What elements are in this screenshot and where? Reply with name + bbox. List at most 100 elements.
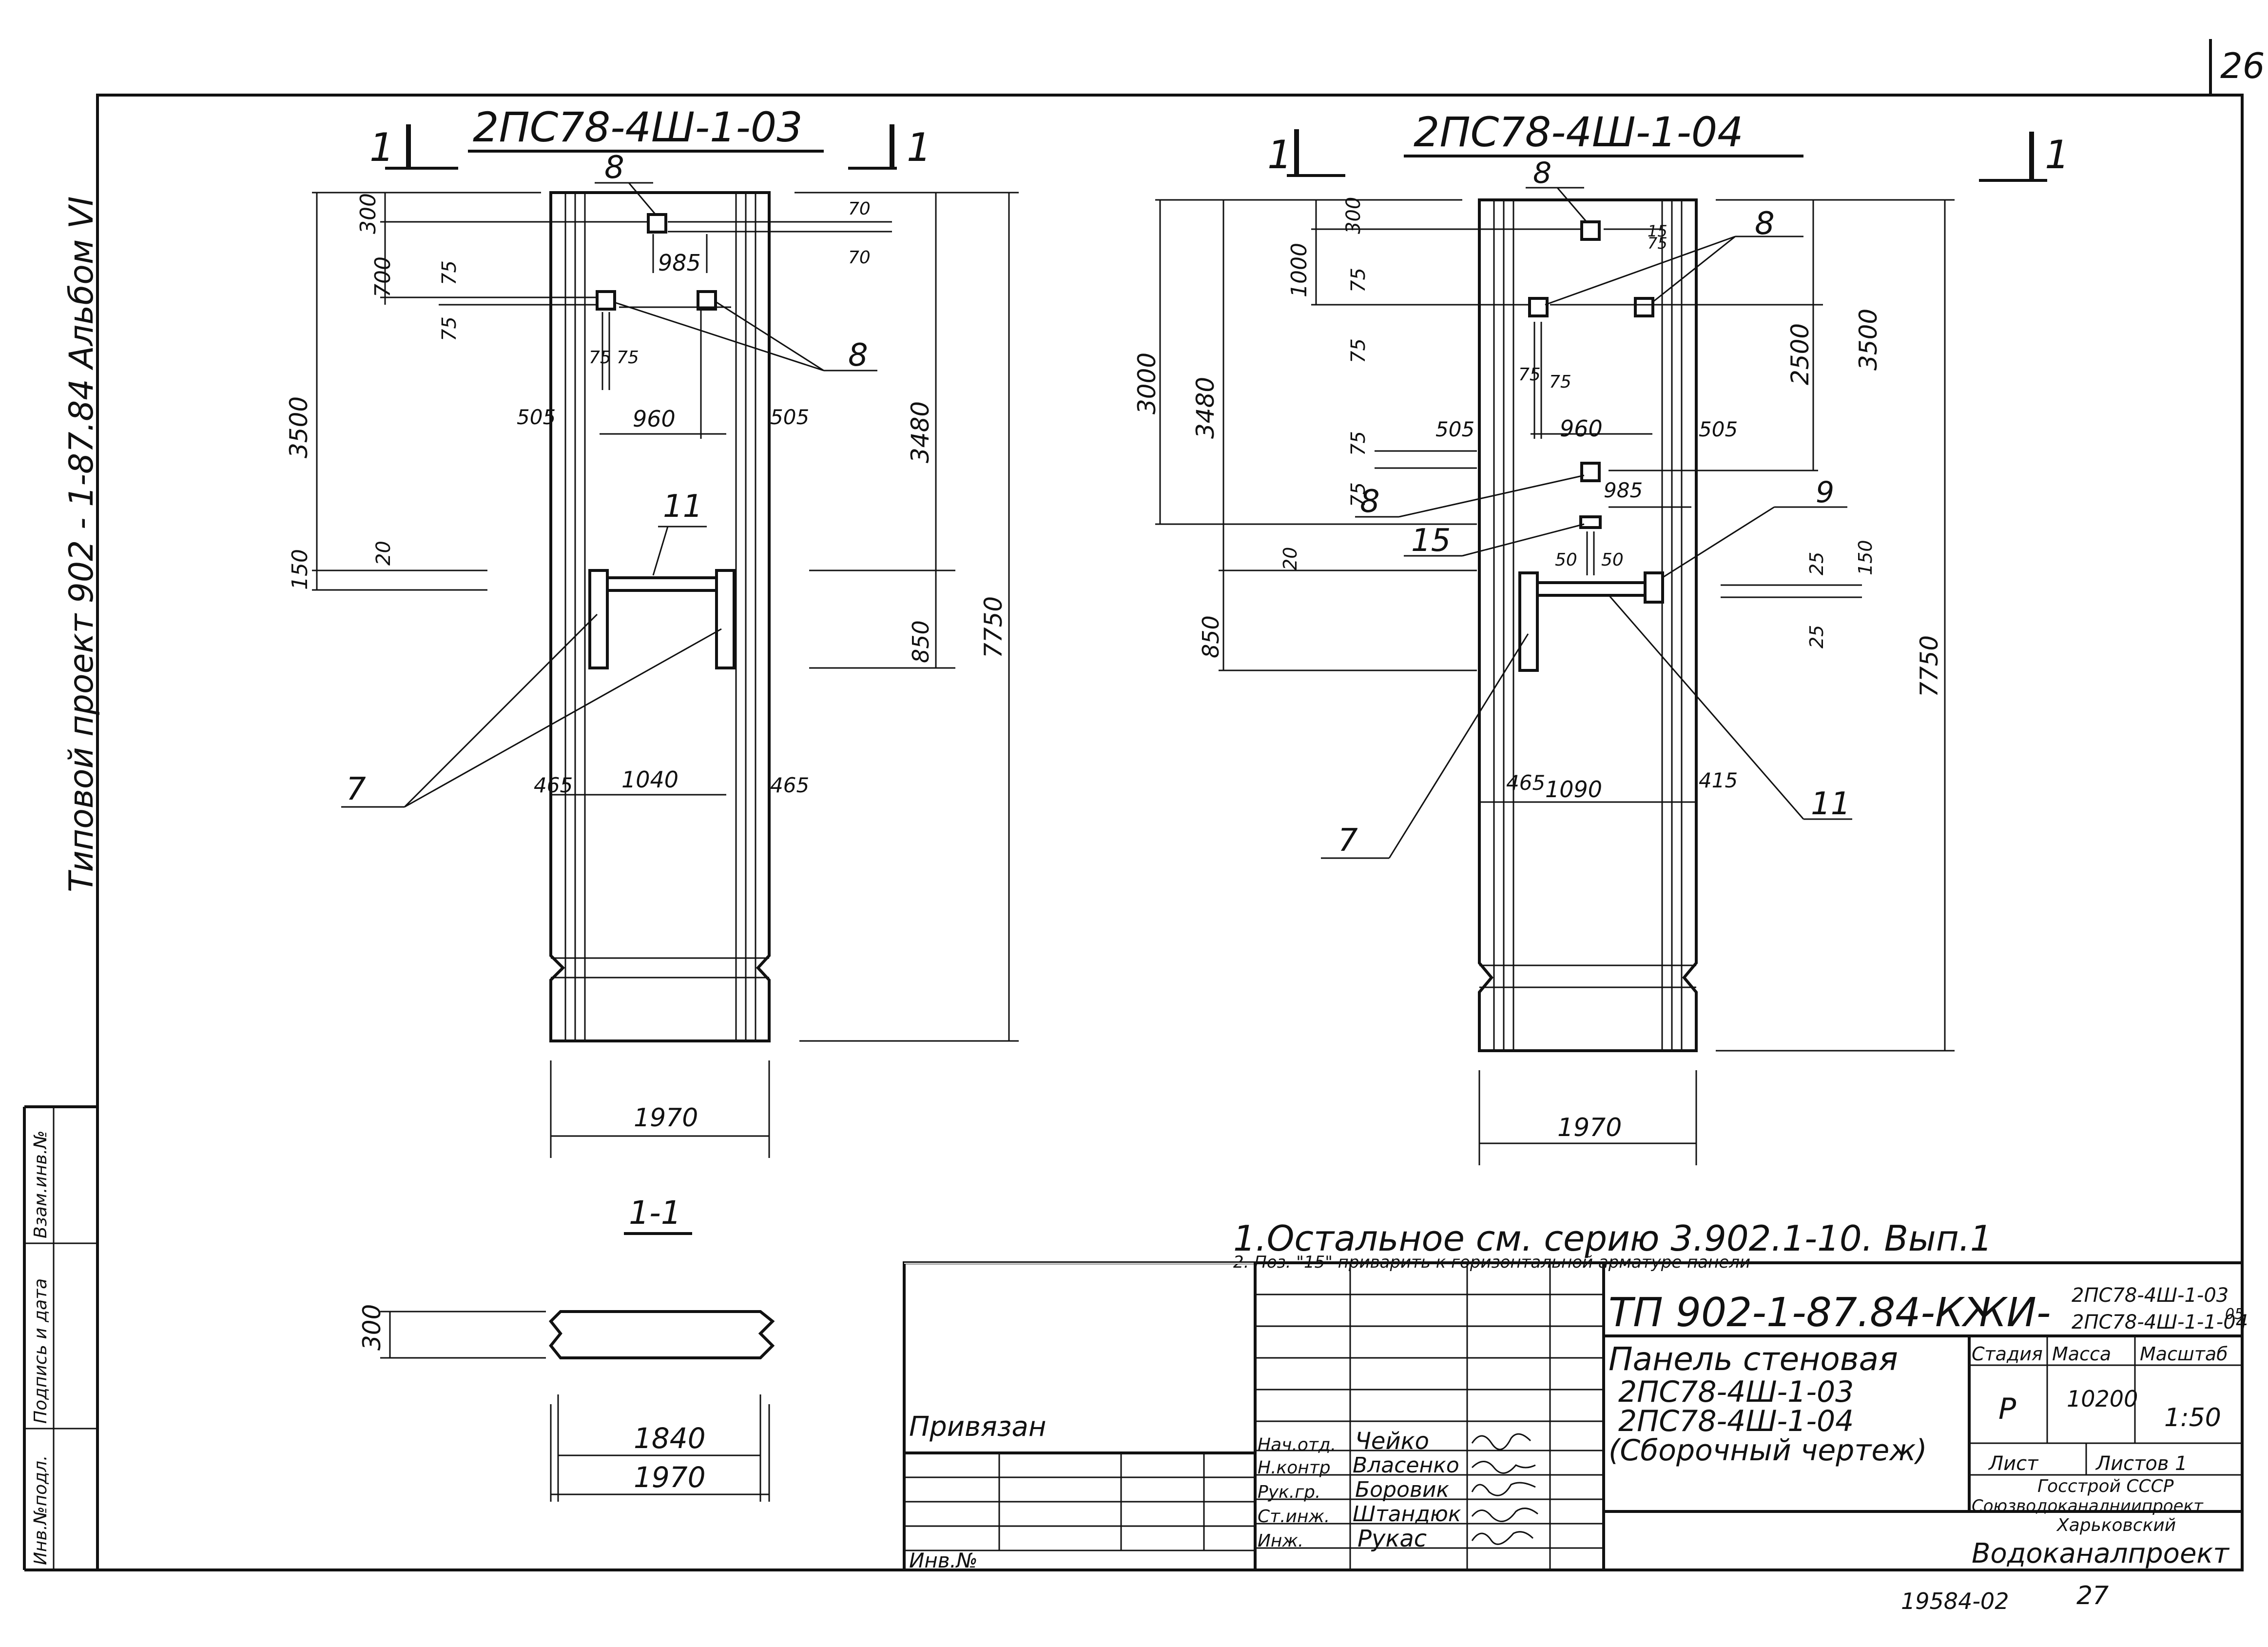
panel-name-3: 2ПС78-4Ш-1-04 (1618, 1404, 1854, 1438)
right-dim-25a: 25 (1806, 552, 1827, 575)
left-dim-985: 985 (658, 250, 701, 276)
right-dim-150: 150 (1855, 540, 1876, 575)
right-plate-8-right (1634, 297, 1654, 317)
left-panel: 2ПС78-4Ш-1-03 1 1 (285, 103, 1019, 1158)
right-section-mark-right: 1 (2045, 132, 2070, 177)
note-1: 1.Остальное см. серию 3.902.1-10. Вып.1 (1233, 1218, 1993, 1259)
org-line-4: Водоканалпроект (1972, 1538, 2229, 1569)
name-borovik: Боровик (1355, 1477, 1449, 1502)
left-dim-7750: 7750 (979, 596, 1008, 658)
signature-scribble-5 (1471, 1531, 1534, 1545)
right-dim-15: 15 (1648, 222, 1667, 240)
left-section-mark-left: 1 (369, 125, 394, 170)
role-n-kontr: Н.контр (1258, 1458, 1331, 1478)
section-dim-300: 300 (358, 1304, 386, 1351)
panel-name-4: (Сборочный чертеж) (1609, 1433, 1927, 1468)
left-part-7-left (588, 569, 609, 669)
left-callout-8: 8 (848, 337, 868, 373)
left-plate-8-left (596, 290, 616, 311)
title-block: Привязан Инв.№ Нач.отд. Н.контр Рук.гр. … (903, 1261, 2248, 1572)
right-plate-8-mid (1580, 462, 1601, 482)
right-dim-3500: 3500 (1854, 309, 1882, 371)
right-dim-505-left: 505 (1435, 417, 1474, 441)
section-1-1: 1-1 300 1840 1970 (358, 1194, 775, 1502)
left-dim-70b: 70 (848, 248, 871, 268)
left-plate-8-right (697, 290, 717, 311)
right-part-15 (1579, 515, 1602, 529)
right-dim-1090: 1090 (1545, 776, 1602, 803)
privyazan-label: Привязан (909, 1411, 1046, 1443)
left-dim-75b: 75 (438, 316, 461, 341)
left-part-11 (606, 576, 718, 592)
section-title: 1-1 (629, 1194, 681, 1232)
doc-suffix-1: 2ПС78-4Ш-1-03 (2072, 1284, 2229, 1307)
col-stage: Стадия (1972, 1343, 2043, 1365)
stamp-label-sign: Подпись и дата (31, 1278, 51, 1424)
signature-scribble-2 (1471, 1461, 1536, 1474)
role-ruk-gr: Рук.гр. (1258, 1482, 1320, 1502)
right-dim-300: 300 (1342, 197, 1365, 234)
inv-number-label: Инв.№ (909, 1549, 978, 1572)
right-dim-50b: 50 (1601, 550, 1624, 570)
col-mass: Масса (2052, 1343, 2111, 1365)
stamp-label-inv: Инв.№подл. (31, 1455, 51, 1565)
right-callout-9: 9 (1816, 475, 1834, 510)
left-dim-3500: 3500 (285, 396, 313, 458)
right-dim-75c: 75 (1347, 431, 1370, 456)
left-dim-300: 300 (356, 193, 381, 234)
section-dim-1970: 1970 (634, 1461, 706, 1494)
name-shtandyuk: Штандюк (1353, 1502, 1461, 1527)
right-panel-title: 2ПС78-4Ш-1-04 (1414, 108, 1744, 156)
left-stamp: Инв.№подл. Подпись и дата Взам.инв.№ (23, 1105, 97, 1571)
right-part-9 (1644, 571, 1664, 604)
sheet-label: Лист (1988, 1452, 2039, 1475)
panel-name-1: Панель стеновая (1609, 1340, 1898, 1378)
doc-code: ТП 902-1-87.84-КЖИ- (1609, 1290, 2051, 1336)
col-scale: Масштаб (2140, 1343, 2228, 1365)
right-dim-75b: 75 (1347, 338, 1370, 363)
right-dim-75a: 75 (1347, 268, 1370, 293)
right-dim-3000: 3000 (1133, 353, 1161, 414)
right-dim-505-right: 505 (1699, 417, 1738, 441)
left-dim-75d: 75 (617, 348, 639, 368)
scale-value: 1:50 (2164, 1403, 2221, 1432)
left-panel-title: 2ПС78-4Ш-1-03 (473, 103, 803, 151)
left-callout-7: 7 (346, 771, 366, 807)
panel-name-2: 2ПС78-4Ш-1-03 (1618, 1375, 1854, 1409)
left-dim-465-left: 465 (534, 773, 573, 797)
right-dim-1000: 1000 (1287, 243, 1312, 297)
right-dim-3480: 3480 (1191, 377, 1220, 439)
left-part-7-right (715, 569, 736, 669)
right-panel-outline (1478, 198, 1698, 1052)
left-callout-11: 11 (663, 489, 702, 525)
name-vlasenko: Власенко (1353, 1453, 1459, 1478)
right-callout-7: 7 (1338, 823, 1358, 859)
left-dim-20: 20 (372, 541, 395, 566)
corner-page-number: 26 (2220, 45, 2265, 86)
side-project-title: Типовой проект 902 - 1-87.84 Альбом VI (62, 196, 101, 892)
org-line-2: Союзводоканалниипроект (1972, 1496, 2204, 1516)
right-dim-75f: 75 (1549, 372, 1571, 392)
doc-suffix-2: 2ПС78-4Ш-1-1-04 (2072, 1311, 2248, 1333)
left-panel-outline (549, 191, 771, 1042)
right-dim-20: 20 (1279, 547, 1301, 570)
role-inzh: Инж. (1258, 1531, 1303, 1551)
right-dim-7750: 7750 (1915, 635, 1943, 697)
left-dim-75a: 75 (438, 260, 461, 285)
right-plate-8-left (1528, 297, 1549, 317)
left-dim-1970: 1970 (634, 1103, 698, 1133)
section-profile (548, 1310, 775, 1359)
right-callout-8: 8 (1755, 206, 1775, 242)
role-st-inzh: Ст.инж. (1258, 1507, 1330, 1527)
left-dim-1040: 1040 (621, 766, 678, 793)
doc-sheet-mark: 05 (2225, 1306, 2244, 1323)
name-rukas: Рукас (1357, 1525, 1427, 1552)
right-callout-15: 15 (1411, 523, 1451, 559)
section-dim-1840: 1840 (634, 1422, 706, 1455)
drawing-frame (96, 94, 2244, 1571)
right-dim-2500: 2500 (1786, 323, 1814, 385)
right-part-11 (1536, 581, 1647, 597)
right-part-7 (1518, 571, 1539, 672)
left-dim-3480: 3480 (906, 401, 934, 463)
left-plate-8-top (647, 213, 667, 234)
